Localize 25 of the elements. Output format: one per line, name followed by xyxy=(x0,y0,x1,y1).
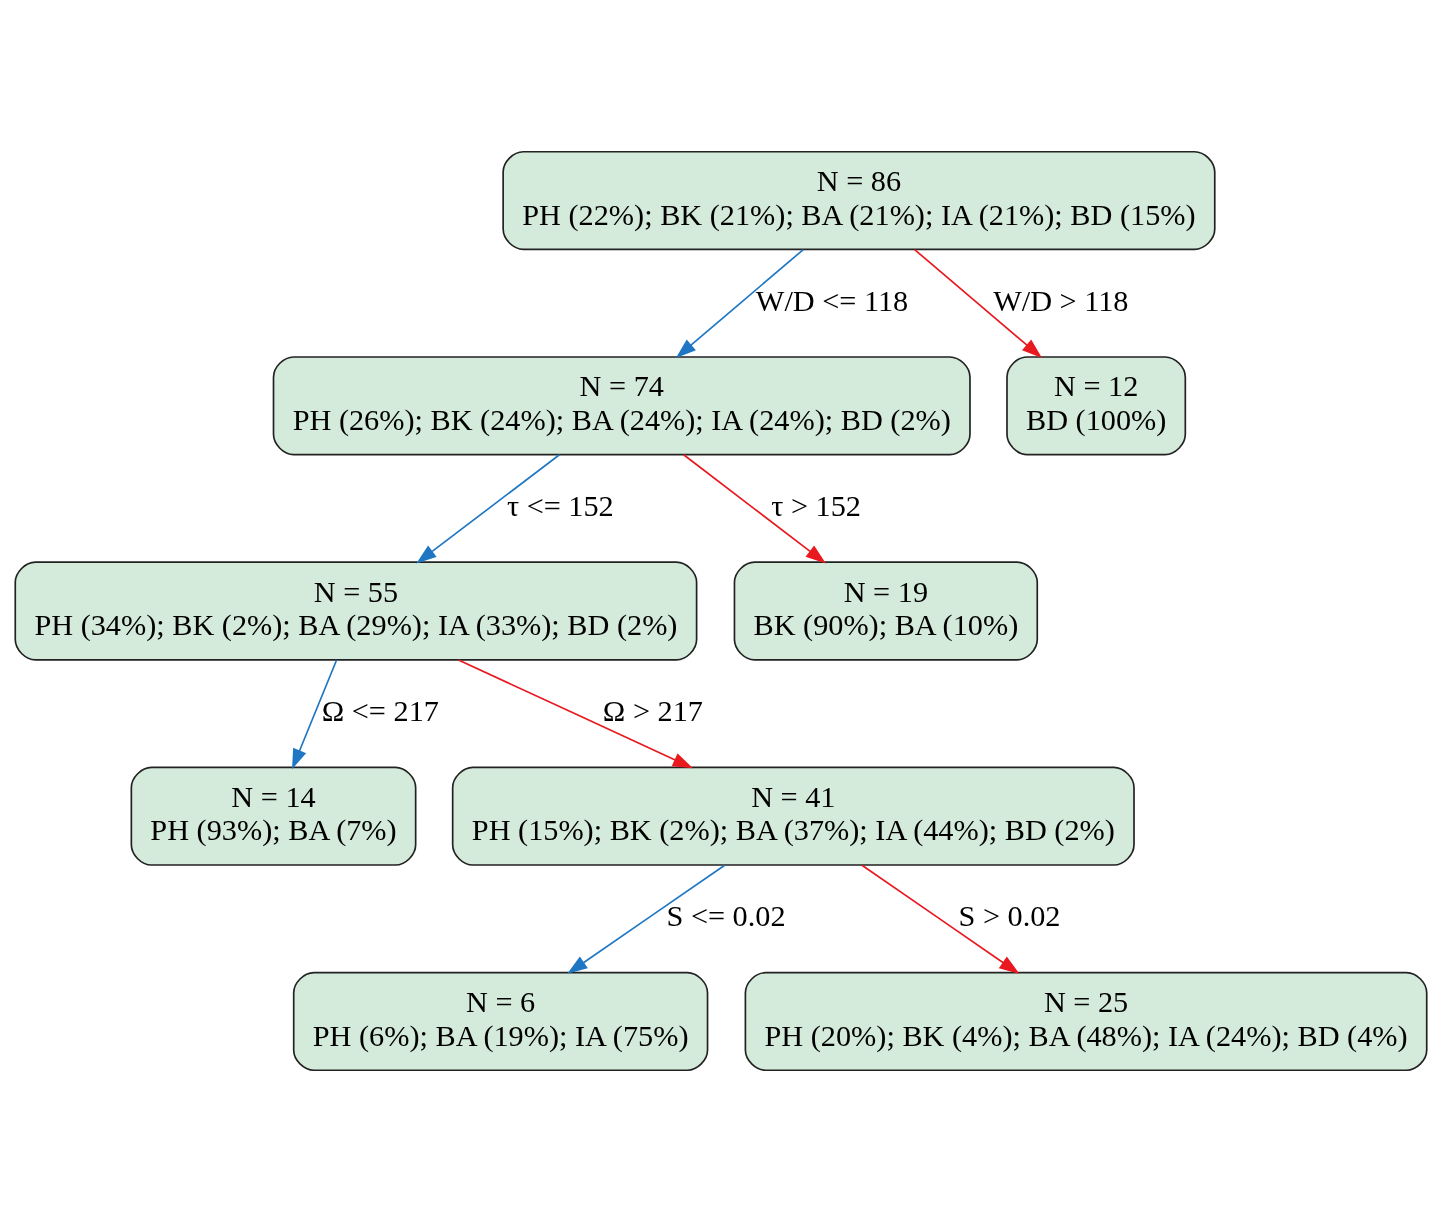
edge-label: S <= 0.02 xyxy=(666,898,786,933)
node-box: N = 55 PH (34%); BK (2%); BA (29%); IA (33%); BD (2%) xyxy=(14,560,698,661)
edge-label: W/D > 118 xyxy=(993,283,1129,318)
edge-label: W/D <= 118 xyxy=(755,283,909,318)
arrow xyxy=(416,453,561,563)
arrow xyxy=(861,863,1020,974)
edge-label: Ω <= 217 xyxy=(321,693,439,728)
arrow xyxy=(292,658,338,769)
edge-label: S > 0.02 xyxy=(958,898,1061,933)
node-box: N = 6 PH (6%); BA (19%); IA (75%) xyxy=(292,971,709,1071)
node-box: N = 14 PH (93%); BA (7%) xyxy=(130,766,417,866)
edge-label: Ω > 217 xyxy=(602,693,703,728)
node-box: N = 19 BK (90%); BA (10%) xyxy=(733,560,1039,661)
arrow xyxy=(682,453,826,563)
edge-label: τ <= 152 xyxy=(506,488,614,523)
node-box: N = 41 PH (15%); BK (2%); BA (37%); IA (44%); BD (2%) xyxy=(451,766,1135,866)
node-box: N = 12 BD (100%) xyxy=(1006,355,1187,455)
node-box: N = 74 PH (26%); BK (24%); BA (24%); IA (24%); BD (2%) xyxy=(272,355,971,455)
arrow xyxy=(675,248,805,358)
arrow xyxy=(567,863,726,974)
node-box: N = 25 PH (20%); BK (4%); BA (48%); IA (24%); BD (4%) xyxy=(744,971,1428,1071)
node-box: N = 86 PH (22%); BK (21%); BA (21%); IA (21%); BD (15%) xyxy=(502,150,1216,250)
edge-label: τ > 152 xyxy=(771,488,861,523)
arrow xyxy=(457,658,693,768)
arrow xyxy=(913,248,1042,358)
